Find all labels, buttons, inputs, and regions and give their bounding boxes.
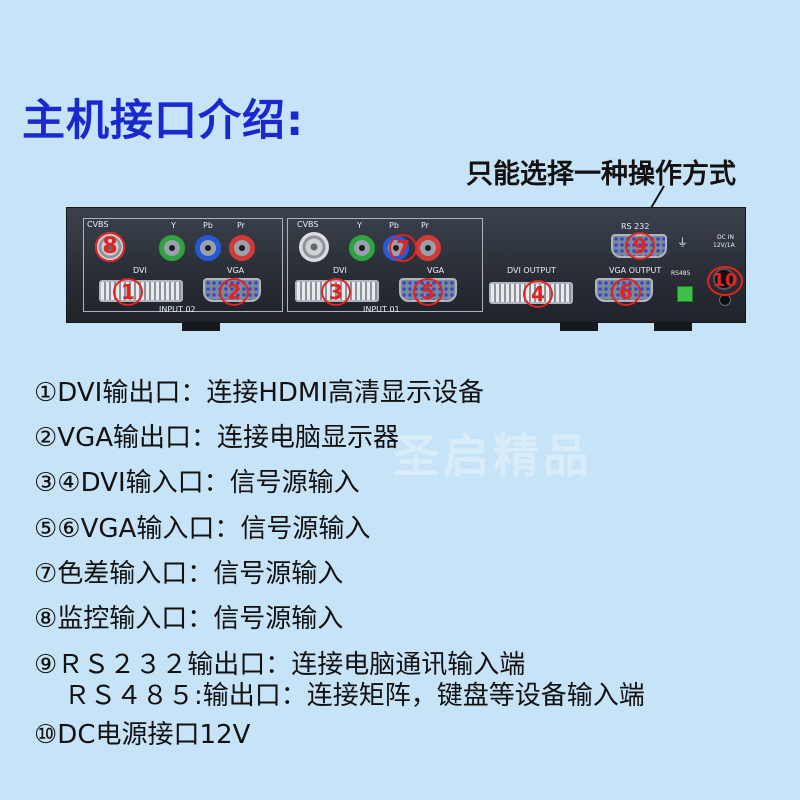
- marker-5: 5: [413, 278, 443, 306]
- marker-4: 4: [523, 280, 553, 308]
- input-01-group: [287, 218, 483, 312]
- dvi-label-a: DVI: [133, 266, 147, 275]
- pb-label-a: Pb: [203, 221, 213, 230]
- description-line-7: ⑨ＲＳ２３２输出口：连接电脑通讯输入端: [34, 650, 526, 680]
- dc-rating-label: 12V/1A: [713, 242, 735, 249]
- description-line-9: ⑩DC电源接口12V: [34, 720, 251, 750]
- pr-port-a: [229, 235, 255, 261]
- y-label-a: Y: [171, 221, 176, 230]
- marker-9: 9: [625, 232, 655, 260]
- device-back-panel: CVBS Y Pb Pr DVI VGA INPUT 02 CVBS Y Pb …: [66, 207, 746, 483]
- input-02-group: [83, 218, 283, 312]
- description-line-5: ⑦色差输入口：信号源输入: [34, 559, 344, 589]
- marker-7: 7: [389, 234, 417, 262]
- y-port-b: [349, 235, 375, 261]
- pb-port-a: [195, 235, 221, 261]
- marker-8: 8: [95, 232, 125, 262]
- description-line-8: ＲＳ４８５:输出口：连接矩阵，键盘等设备输入端: [64, 681, 645, 711]
- marker-3: 3: [321, 278, 351, 306]
- description-line-2: ②VGA输出口：连接电脑显示器: [34, 423, 400, 453]
- y-port-a: [159, 235, 185, 261]
- pr-label-b: Pr: [421, 221, 429, 230]
- vga-label-a: VGA: [227, 266, 245, 275]
- cvbs-label-b: CVBS: [297, 220, 319, 229]
- pr-label-a: Pr: [237, 221, 245, 230]
- dvi-output-label: DVI OUTPUT: [507, 266, 556, 275]
- device-foot-right: [654, 323, 692, 331]
- marker-1: 1: [113, 278, 143, 306]
- marker-6: 6: [611, 278, 641, 306]
- rs485-terminal: [677, 286, 693, 302]
- dc-in-label: DC IN: [717, 234, 734, 241]
- operation-note: 只能选择一种操作方式: [466, 159, 736, 190]
- device-foot-left: [182, 323, 220, 331]
- description-line-6: ⑧监控输入口：信号源输入: [34, 604, 344, 634]
- description-line-4: ⑤⑥VGA输入口：信号源输入: [34, 514, 371, 544]
- dvi-label-b: DVI: [333, 266, 347, 275]
- vga-output-label: VGA OUTPUT: [609, 266, 662, 275]
- vga-label-b: VGA: [427, 266, 445, 275]
- rs232-label: RS 232: [621, 222, 650, 231]
- pr-port-b: [415, 235, 441, 261]
- ground-icon: ⏚: [677, 236, 688, 249]
- page-title: 主机接口介绍:: [22, 96, 305, 146]
- marker-2: 2: [219, 278, 249, 306]
- watermark: 圣启精品: [393, 429, 593, 483]
- device-foot-mid: [560, 323, 598, 331]
- input-01-label: INPUT 01: [363, 305, 400, 314]
- rs485-label: RS485: [671, 270, 691, 277]
- pb-label-b: Pb: [389, 221, 399, 230]
- y-label-b: Y: [357, 221, 362, 230]
- cvbs-label-a: CVBS: [87, 220, 109, 229]
- cvbs-port-b: [299, 232, 329, 262]
- marker-10: 10: [707, 266, 743, 296]
- description-line-1: ①DVI输出口：连接HDMI高清显示设备: [34, 378, 484, 408]
- description-line-3: ③④DVI输入口：信号源输入: [34, 468, 360, 498]
- input-02-label: INPUT 02: [159, 305, 196, 314]
